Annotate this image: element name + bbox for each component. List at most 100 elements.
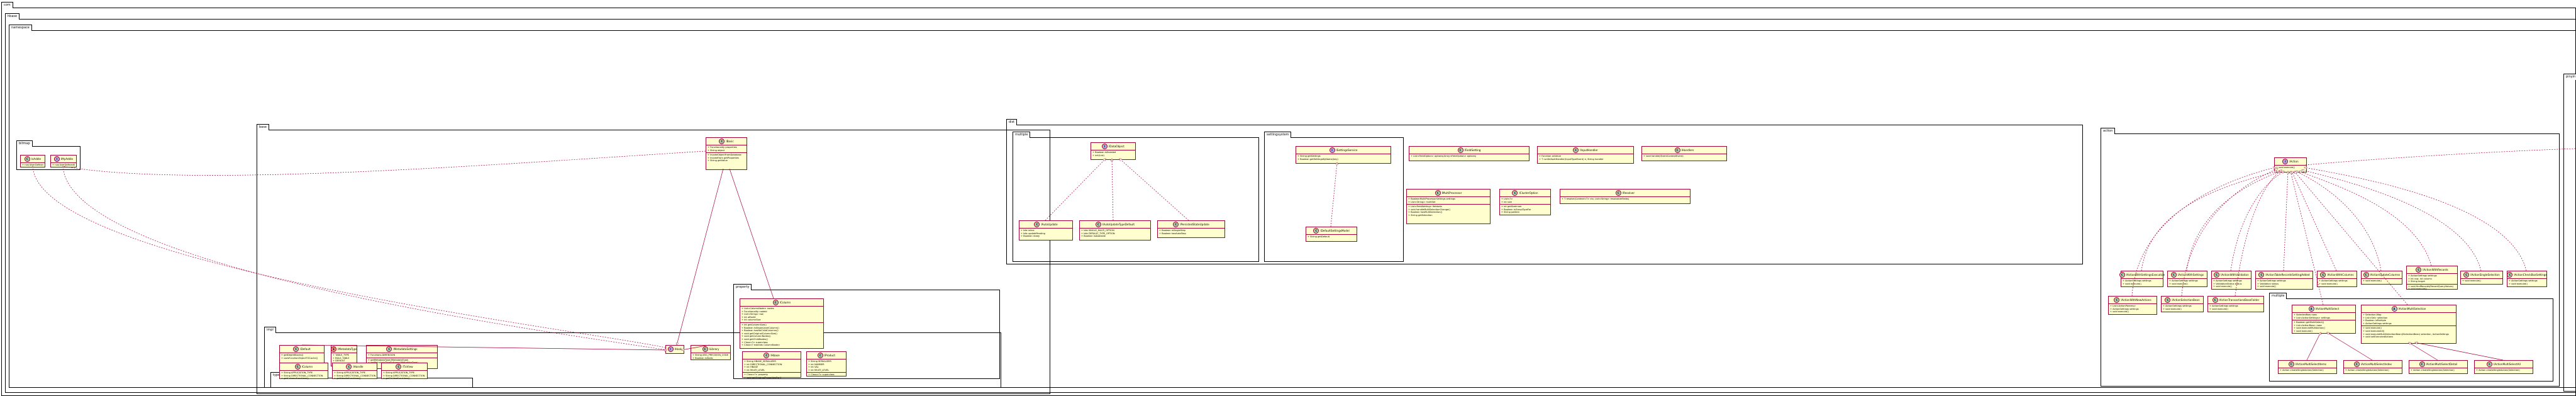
class-methods: + Boolean getMultiSelect()+ List<ActionR… <box>2292 320 2355 333</box>
class-line: + List<Sel> selection <box>2363 316 2388 319</box>
class-icon: C <box>1615 190 1621 196</box>
abstract-class-icon: A <box>2391 306 2397 312</box>
class-line: + invokeFrom getProperties <box>708 156 740 159</box>
edge-inheritance <box>677 168 724 345</box>
class-line: + void execute() <box>2294 329 2312 332</box>
edge-realization <box>1112 159 1114 221</box>
class-line: + void getColumnNodes() <box>741 335 771 338</box>
class-line: + Idle inline <box>1021 229 1035 232</box>
package-multiple-actions: multiple <box>2269 293 2553 382</box>
class-line: + getTxViewFunctions() <box>383 377 410 380</box>
class-name: IFieldSetting <box>1464 149 1481 152</box>
class-line: + List<ColumnNode> nodes <box>741 307 774 310</box>
class-icon: C <box>24 156 30 162</box>
class-icon: C <box>2214 272 2220 278</box>
class-methods: + List<FieldSetting> fieldsets+ void han… <box>1407 205 1490 217</box>
class-methods: + String getSettings+ Boolean getSetting… <box>1296 154 1391 161</box>
class-line: + void getOriginalPropertiesFor() <box>744 376 782 379</box>
class-line: + Boolean isSingleStep <box>1159 229 1185 232</box>
edge-inheritance <box>2409 342 2438 361</box>
class-line: + Validation status <box>2257 282 2279 285</box>
class-icon: C <box>2419 361 2425 367</box>
class-line: + String DIRECTIONAL_CONNECTION <box>334 374 375 377</box>
class-fields: + Selection.Map+ List<Sel> selection+ Bo… <box>2362 313 2456 327</box>
class-line: + run(UserDefinedSettings) <box>52 164 75 166</box>
class-line: + ActionSettings settings <box>2319 280 2348 282</box>
class-name: IMetadataType <box>338 348 357 351</box>
class-line: + Idle DEFAULT_TYPE_OPTION <box>1081 232 1115 235</box>
class-icon: C <box>396 364 402 370</box>
class-line: + List<?> <box>1501 198 1513 200</box>
class-methods: + List<ActionParams>+ ActionSettings set… <box>2109 304 2157 314</box>
class-line: + void execute() <box>2509 282 2528 285</box>
package-property: property <box>733 284 1000 379</box>
class-icon: C <box>1173 222 1179 227</box>
class-methods: + void execute() <box>2461 279 2502 283</box>
edge-realization <box>2294 171 2408 305</box>
class-line: + ActionSettings settings <box>2257 280 2286 282</box>
class-line: + String object <box>708 149 725 152</box>
class-line: + getMetadataType(IMetadataType) <box>368 358 409 361</box>
edge-realization <box>2304 167 2527 271</box>
class-name: IMyAddle <box>60 157 74 161</box>
class-line: + int DIRECTIONAL_CONNECTION <box>744 363 782 366</box>
class-methods: + T resolve(Context<T> ctx, List<String>… <box>1560 197 1690 201</box>
class-name: IsAddle <box>31 157 42 161</box>
class-line: + ActionSettings settings <box>2213 280 2242 282</box>
class-line: + String ARG_PRECISION_CODE <box>692 354 729 356</box>
class-line: + Action createSingleAction(Selection) <box>2476 369 2520 371</box>
class-line: + Boolean hasNoChildColumns() <box>741 329 779 332</box>
class-methods: + List<FieldOption> options(Array<FieldO… <box>1409 154 1529 159</box>
package-multiple-actions-tab: multiple <box>2269 293 2287 299</box>
class-line: + List<FieldOption> options(Array<FieldO… <box>1411 155 1477 157</box>
class-line: + void execute() <box>2213 285 2232 288</box>
